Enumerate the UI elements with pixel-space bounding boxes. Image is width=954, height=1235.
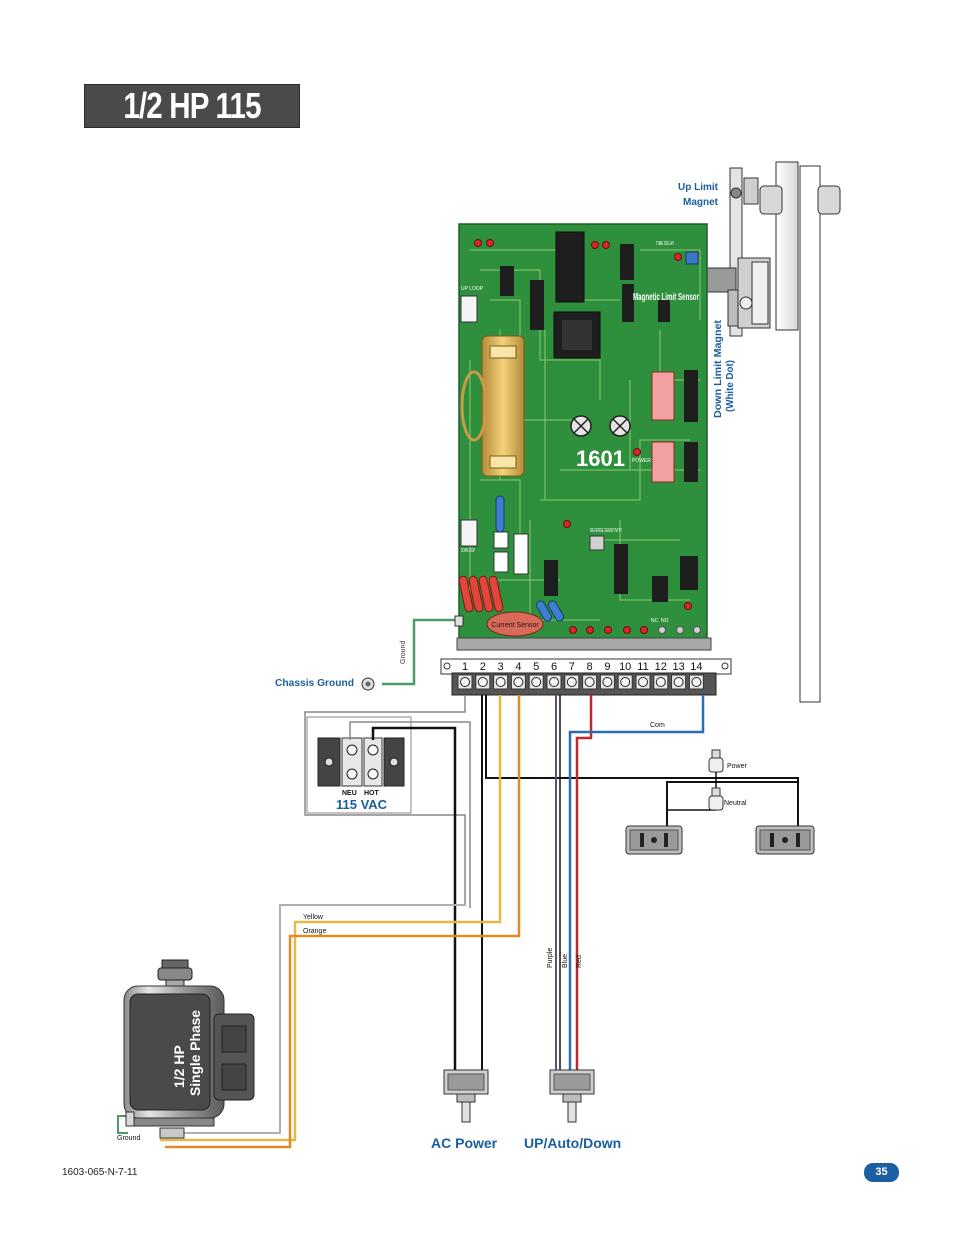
down-loop-label: DOWN LOOP [461, 548, 475, 554]
document-number: 1603-065-N-7-11 [62, 1167, 138, 1178]
ac-power-label: AC Power [431, 1135, 498, 1151]
yellow-wire-label: Yellow [303, 914, 324, 921]
terminal-screw-head-10 [620, 677, 631, 687]
wire-nut-power [708, 749, 724, 773]
orange-wire-label: Orange [303, 928, 326, 935]
terminal-screw-head-4 [513, 677, 524, 687]
no-label: NO [661, 618, 669, 624]
terminal-number-1: 1 [462, 661, 468, 673]
terminal-screw-head-7 [566, 677, 577, 687]
terminal-screw-head-9 [602, 677, 613, 687]
blue-wire-label: Blue [562, 954, 569, 968]
terminal-number-10: 10 [619, 661, 631, 673]
outlet-right [755, 825, 815, 855]
red-wire-label: Red [576, 955, 583, 968]
chassis-ground-label: Chassis Ground [275, 678, 354, 689]
power-outlet-label: Power [727, 763, 748, 770]
reverse-sensitivity-label: REVERSE SENSITIVITY [590, 528, 622, 534]
terminal-number-7: 7 [569, 661, 575, 673]
terminal-number-11: 11 [637, 661, 648, 673]
terminal-number-4: 4 [515, 661, 521, 673]
terminal-number-2: 2 [480, 661, 486, 673]
up-auto-down-switch [549, 1069, 595, 1123]
page-title: 1/2 HP 115 VAC [123, 85, 261, 168]
power-board-label: POWER [632, 458, 651, 464]
com-label: Com [650, 722, 665, 729]
terminal-screw-head-14 [691, 677, 702, 687]
neutral-outlet-label: Neutral [724, 800, 747, 807]
terminal-number-3: 3 [498, 661, 504, 673]
up-loop-label: UP LOOP [461, 286, 484, 292]
supply-block [306, 716, 412, 814]
up-auto-down-label: UP/Auto/Down [524, 1135, 621, 1151]
hot-label: HOT [364, 790, 380, 797]
supply-voltage-label: 115 VAC [336, 797, 388, 812]
terminal-screw-head-1 [460, 677, 470, 687]
board-model-label: 1601 [576, 446, 625, 471]
terminal-screw-head-11 [638, 677, 648, 687]
terminal-screw-head-5 [531, 677, 542, 687]
terminal-screw-head-6 [549, 677, 559, 687]
down-limit-magnet-label-1: Down Limit Magnet [713, 319, 724, 418]
current-sensor-label: Current Sensor [491, 622, 539, 629]
rail-assembly [705, 161, 841, 703]
terminal-screw-head-13 [673, 677, 684, 687]
motor [123, 959, 255, 1139]
terminal-number-12: 12 [655, 661, 667, 673]
control-board: Current Sensor 1601 Magnetic Limit Senso… [458, 223, 708, 645]
terminal-number-14: 14 [690, 661, 702, 673]
nc-label: NC [651, 618, 659, 624]
ground-vertical-label: Ground [400, 641, 407, 664]
neu-label: NEU [342, 790, 357, 797]
terminal-number-13: 13 [672, 661, 684, 673]
purple-wire-label: Purple [547, 948, 554, 968]
terminal-number-9: 9 [604, 661, 610, 673]
terminal-screw-head-8 [584, 677, 595, 687]
wires [117, 695, 799, 1149]
ac-power-switch [443, 1069, 489, 1123]
motor-phase-label: Single Phase [187, 1010, 203, 1096]
motor-ground-label: Ground [117, 1135, 140, 1142]
terminal-screw-head-3 [495, 677, 506, 687]
magnetic-limit-sensor-label: Magnetic Limit Sensor [633, 292, 699, 303]
terminal-screw-head-2 [477, 677, 488, 687]
down-limit-magnet-label-2: (White Dot) [725, 360, 736, 412]
page-number-badge: 35 [864, 1163, 899, 1182]
up-limit-magnet-label-1: Up Limit [678, 182, 719, 193]
outlet-left [625, 825, 683, 855]
terminal-number-8: 8 [587, 661, 593, 673]
wire-nut-neutral [708, 787, 724, 811]
terminal-number-6: 6 [551, 661, 557, 673]
chassis-ground [361, 615, 464, 691]
terminal-screw-head-12 [655, 677, 666, 687]
title-banner: 1/2 HP 115 VAC [84, 84, 300, 168]
time-delay-label: TIME DELAY [656, 241, 674, 247]
up-limit-magnet-label-2: Magnet [683, 197, 719, 208]
terminal-number-5: 5 [533, 661, 539, 673]
motor-rating-label: 1/2 HP [171, 1045, 187, 1088]
